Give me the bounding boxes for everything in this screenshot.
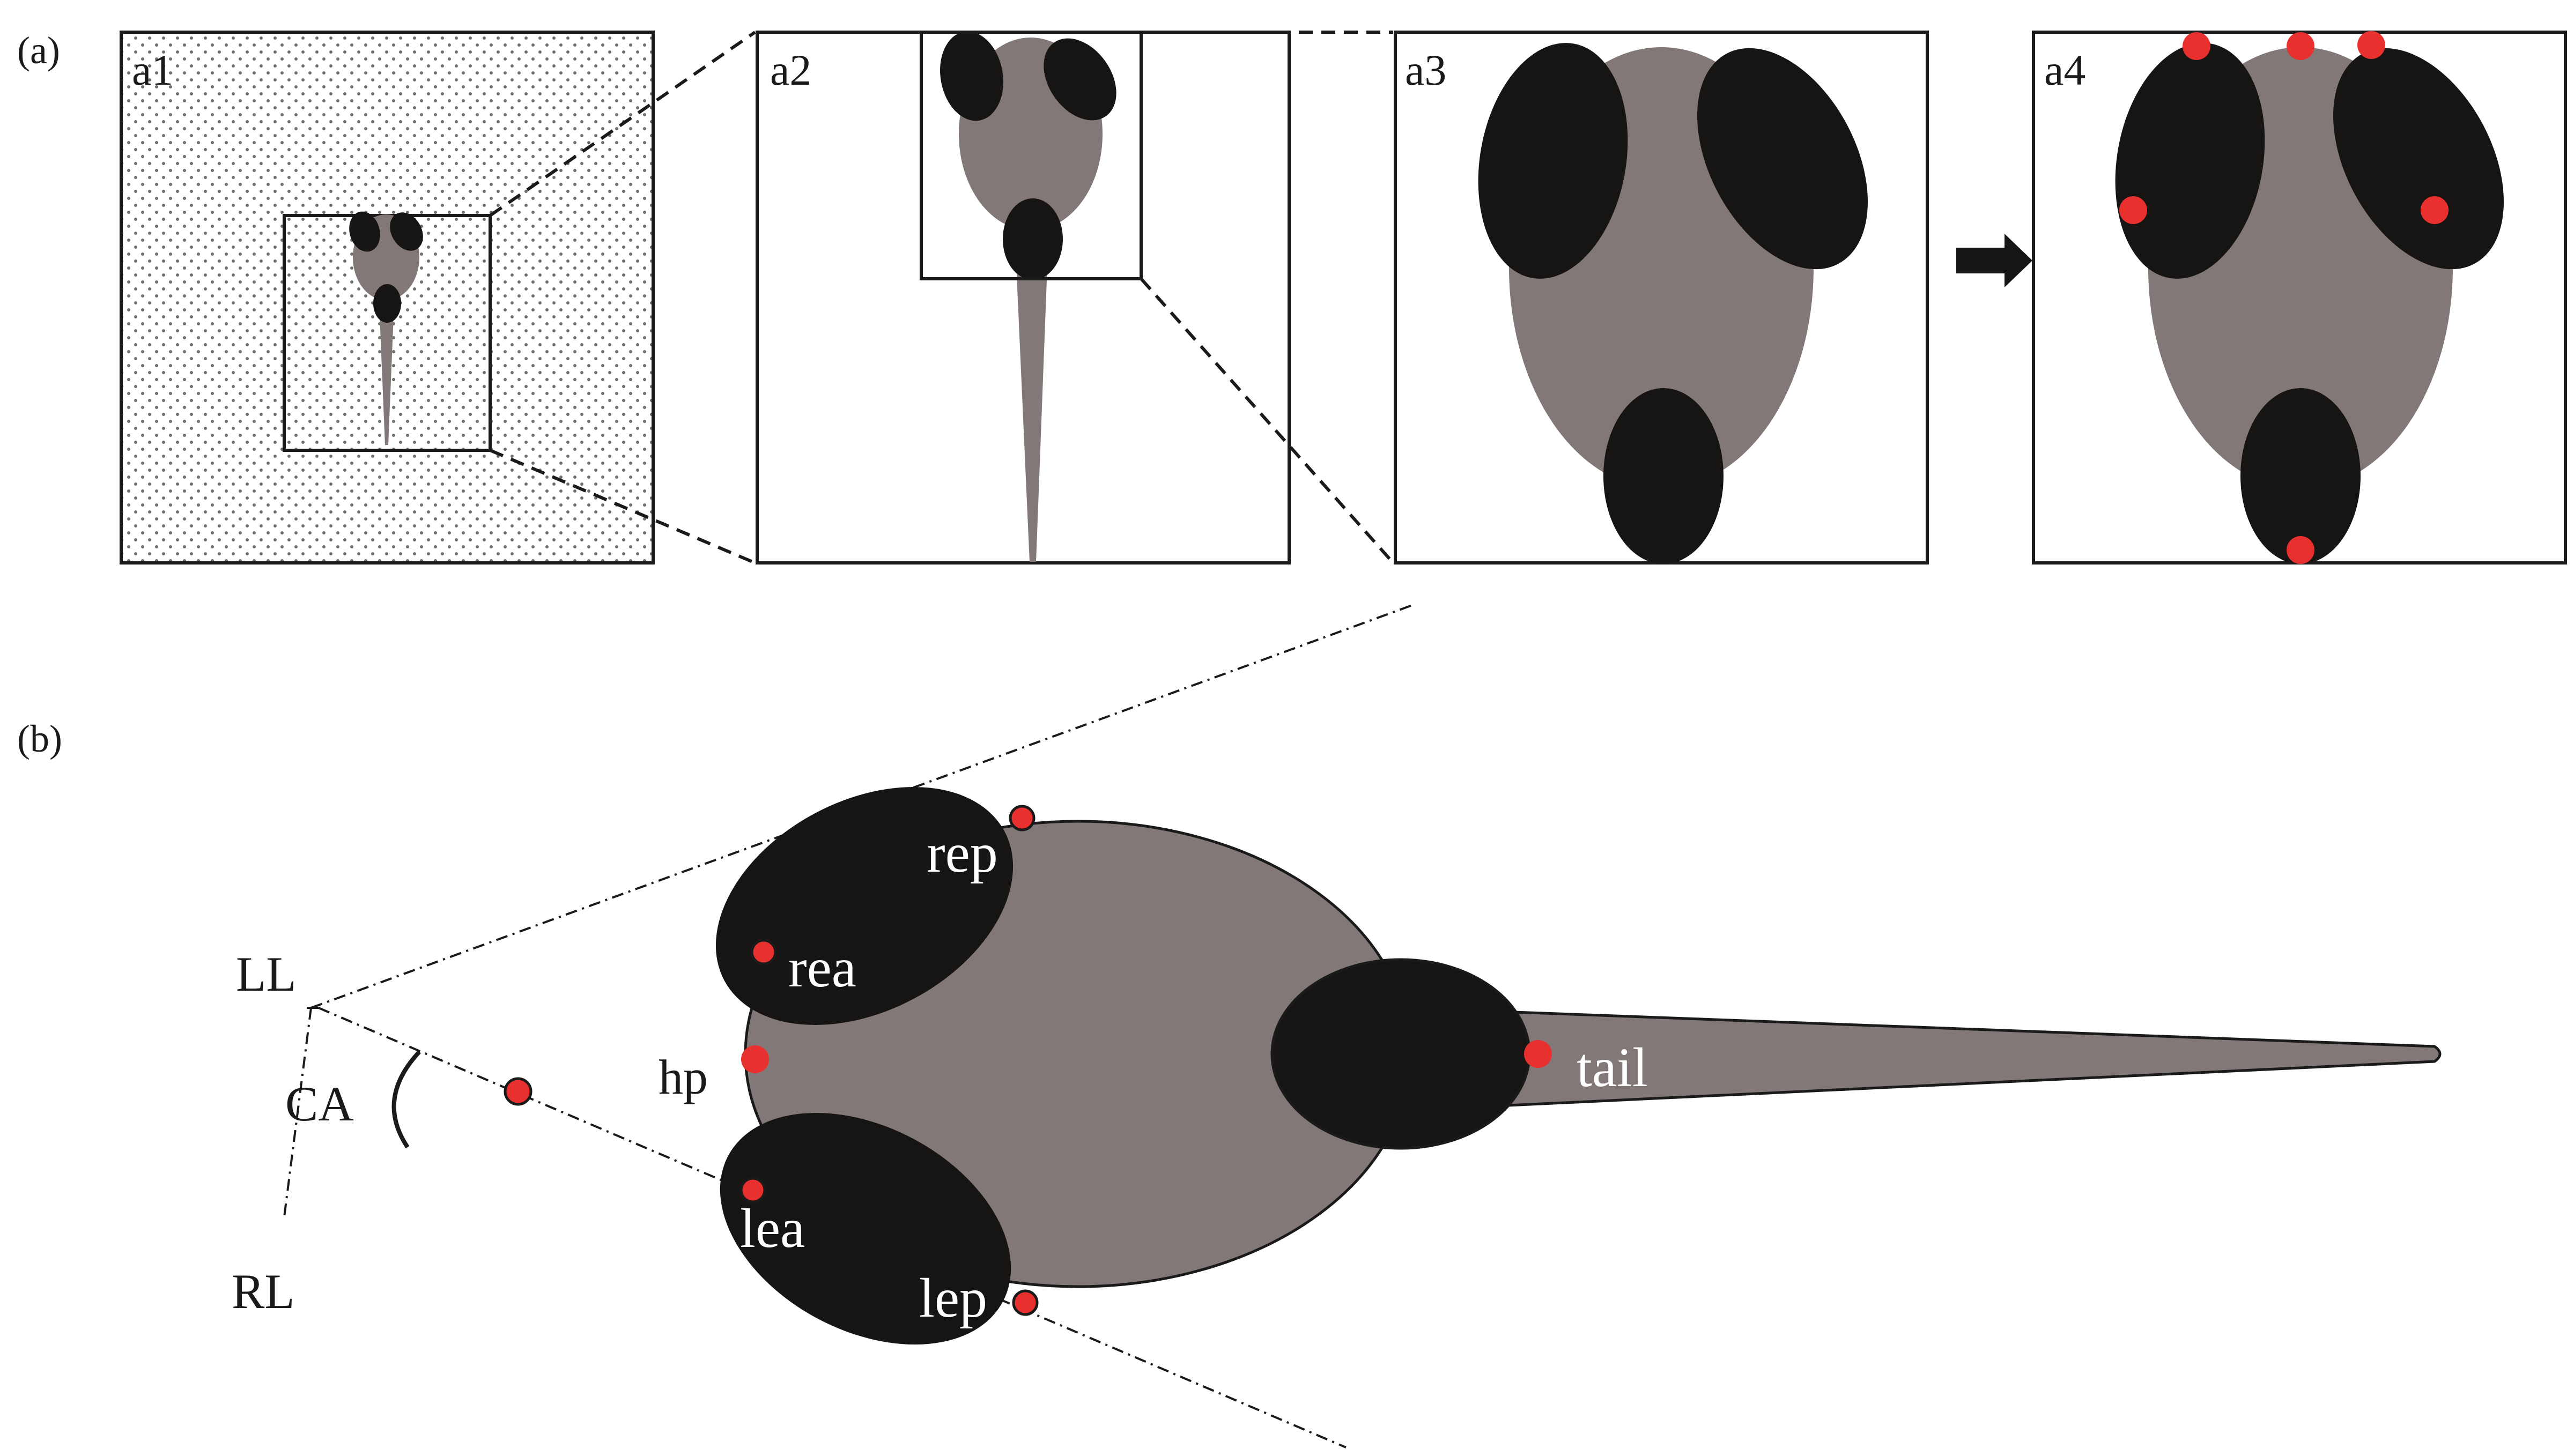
keypoint-rea bbox=[750, 939, 777, 965]
zoom-connector-a1-a2-bottom bbox=[489, 449, 756, 564]
a3-tadpole-eye-left bbox=[1478, 43, 1628, 279]
label-lep: lep bbox=[919, 1267, 987, 1329]
a3-tadpole-eye-right bbox=[1697, 48, 1868, 270]
angle-arc-ca bbox=[391, 1050, 421, 1149]
keypoint-hp bbox=[741, 1045, 769, 1073]
line-ll-extension bbox=[283, 1007, 312, 1217]
a4-keypoint-head bbox=[2287, 32, 2314, 60]
a4-keypoint-right-eye-anterior bbox=[2357, 31, 2385, 59]
zoom-connector-a2-a3-bottom bbox=[1140, 278, 1395, 564]
label-hp: hp bbox=[659, 1050, 708, 1104]
a2-tadpole-gut bbox=[1003, 198, 1063, 280]
label-ll: LL bbox=[236, 947, 296, 1001]
arrow-right-icon bbox=[1956, 234, 2032, 287]
tadpole-eye-right bbox=[715, 787, 1014, 1025]
keypoint-lep bbox=[1012, 1289, 1039, 1316]
a1-label: a1 bbox=[132, 46, 173, 94]
a2-zoom-box bbox=[920, 31, 1143, 280]
a1-tadpole-tail bbox=[379, 289, 395, 445]
label-rea: rea bbox=[788, 937, 856, 999]
a2-tadpole-tail bbox=[1016, 252, 1048, 562]
label-rep: rep bbox=[927, 822, 998, 884]
label-ca: CA bbox=[285, 1076, 354, 1131]
a3-tadpole-gut bbox=[1603, 388, 1724, 564]
a1-tadpole-gut bbox=[373, 284, 401, 323]
a1-tadpole-eye-left bbox=[349, 211, 380, 252]
panel-label-b: (b) bbox=[17, 717, 62, 760]
label-lea: lea bbox=[740, 1198, 805, 1259]
keypoint-rep bbox=[1009, 805, 1035, 831]
a4-label: a4 bbox=[2044, 46, 2085, 94]
panel-label-a: (a) bbox=[17, 29, 60, 72]
a4-keypoint-left-eye-anterior bbox=[2183, 32, 2210, 60]
label-rl: RL bbox=[232, 1264, 295, 1319]
keypoint-tail bbox=[1524, 1040, 1552, 1068]
keypoint-intersection bbox=[504, 1077, 532, 1106]
tadpole-eye-left bbox=[720, 1112, 1011, 1345]
a4-tadpole-eye-right bbox=[2333, 48, 2504, 270]
a2-tadpole-eye-right bbox=[1044, 38, 1116, 121]
a4-tadpole-gut bbox=[2240, 388, 2361, 564]
zoom-connector-a1-a2-top bbox=[489, 31, 756, 217]
subpanel-a2: a2 bbox=[756, 31, 1291, 564]
a4-keypoint-tail bbox=[2287, 536, 2314, 564]
a1-tadpole-eye-right bbox=[390, 212, 423, 251]
keypoint-lea bbox=[739, 1177, 766, 1204]
subpanel-a3: a3 bbox=[1394, 31, 1929, 564]
subpanel-a1: a1 bbox=[120, 31, 655, 564]
a4-tadpole-eye-left bbox=[2115, 43, 2265, 279]
a4-keypoint-right-eye-posterior bbox=[2421, 196, 2449, 224]
subpanel-a4: a4 bbox=[2032, 31, 2567, 564]
tadpole-tail bbox=[1484, 1009, 2442, 1108]
label-tail: tail bbox=[1577, 1037, 1648, 1098]
line-rl bbox=[318, 1007, 1347, 1448]
a4-keypoint-left-eye-posterior bbox=[2119, 196, 2147, 224]
tadpole-gut bbox=[1270, 958, 1531, 1150]
a2-tadpole-eye-left bbox=[940, 31, 1003, 121]
a2-label: a2 bbox=[770, 46, 811, 94]
a3-label: a3 bbox=[1405, 46, 1446, 94]
